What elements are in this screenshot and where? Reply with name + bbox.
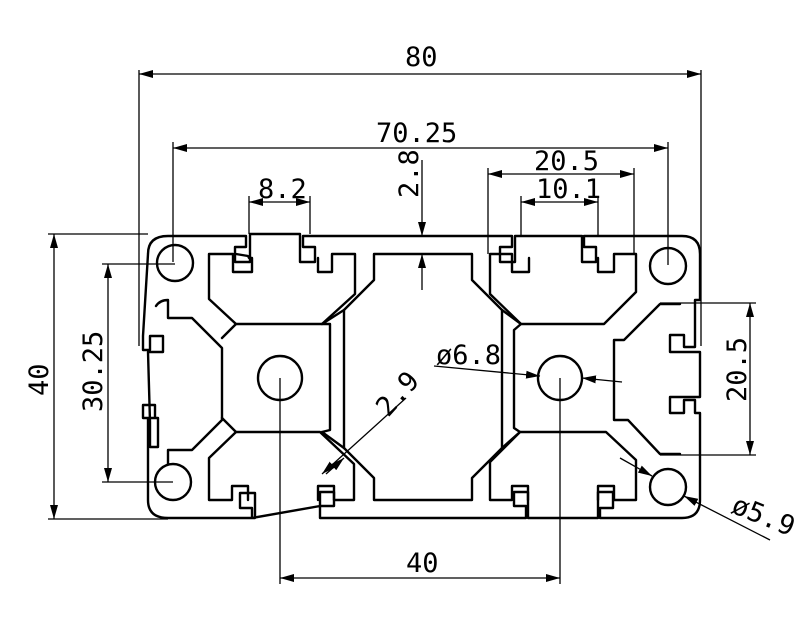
dim-height-total: 40 xyxy=(24,363,55,396)
dim-hole-spacing-vertical: 30.25 xyxy=(78,331,109,412)
corner-bore-top-left xyxy=(155,243,195,283)
dim-slot-inner: 10.1 xyxy=(536,174,601,205)
dim-center-bore: ø6.8 xyxy=(436,340,501,371)
corner-bore-bottom-right xyxy=(648,467,688,507)
profile-outline xyxy=(141,232,702,520)
dim-wall-thickness: 2.8 xyxy=(394,149,425,198)
dim-width-total: 80 xyxy=(405,42,438,73)
dim-slot-opening: 8.2 xyxy=(258,174,307,205)
dim-bore-spacing: 40 xyxy=(406,548,439,579)
dim-slot-outer-right: 20.5 xyxy=(722,337,753,402)
bores xyxy=(153,243,688,507)
dim-rib-thickness: 2.9 xyxy=(370,366,426,423)
dim-slot-outer: 20.5 xyxy=(534,146,599,177)
dim-corner-bore: ø5.9 xyxy=(727,490,799,543)
dim-width-inner: 70.25 xyxy=(376,118,457,149)
dimension-lines xyxy=(48,70,771,584)
